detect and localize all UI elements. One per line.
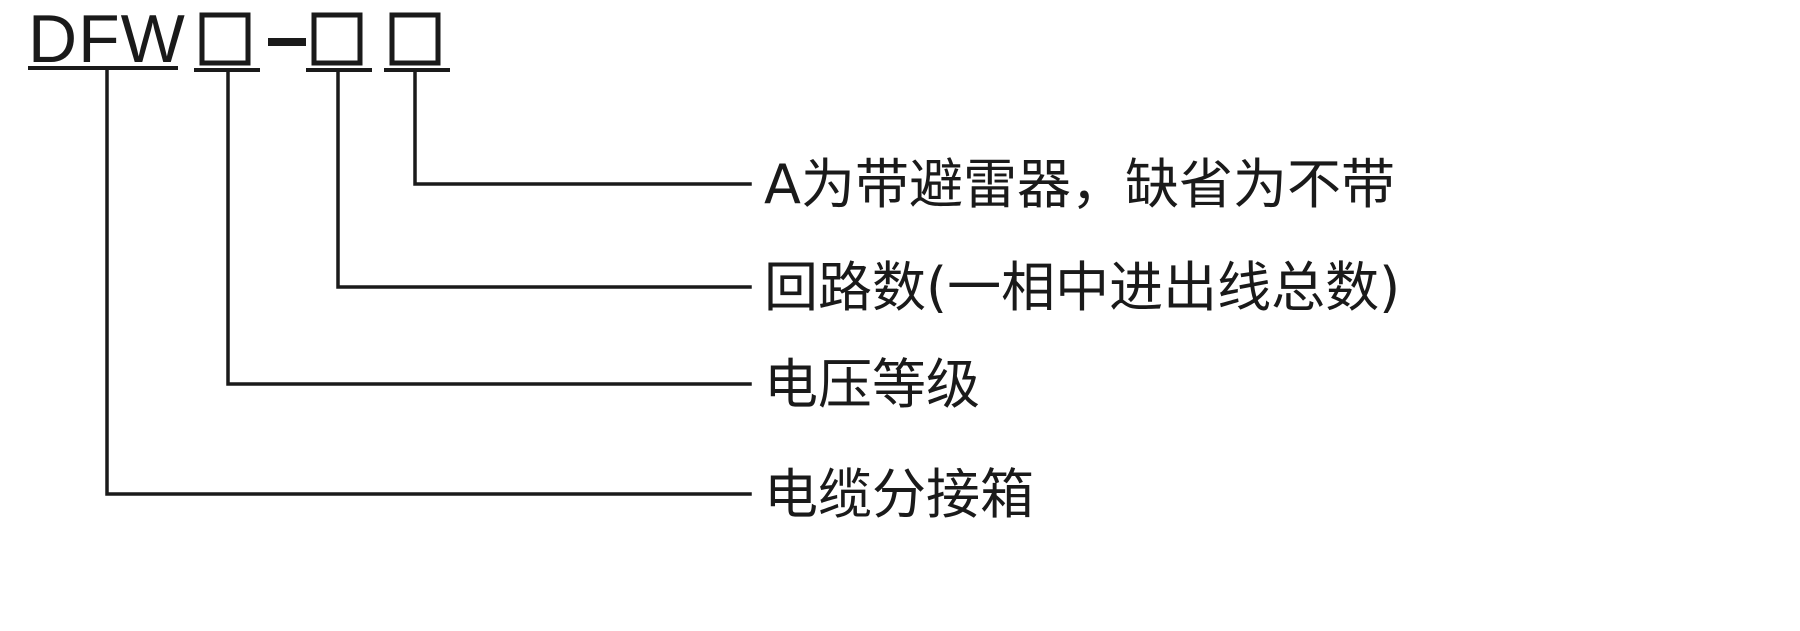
placeholder-box-2	[311, 12, 363, 66]
callout-label-voltage-class: 电压等级	[764, 353, 980, 416]
callout-label-cable-branch-box: 电缆分接箱	[764, 463, 1034, 526]
leader-line-voltage-class	[226, 68, 752, 386]
leader-line-lightning-arrester	[413, 68, 752, 186]
callout-label-circuit-count: 回路数(一相中进出线总数)	[764, 256, 1400, 319]
placeholder-box-1	[199, 12, 251, 66]
leader-line-cable-branch-box	[105, 66, 752, 496]
placeholder-box-3	[389, 12, 441, 66]
callout-label-lightning-arrester: A为带避雷器，缺省为不带	[764, 153, 1395, 216]
model-prefix-text: DFW	[28, 1, 186, 77]
leader-line-circuit-count	[336, 68, 752, 289]
